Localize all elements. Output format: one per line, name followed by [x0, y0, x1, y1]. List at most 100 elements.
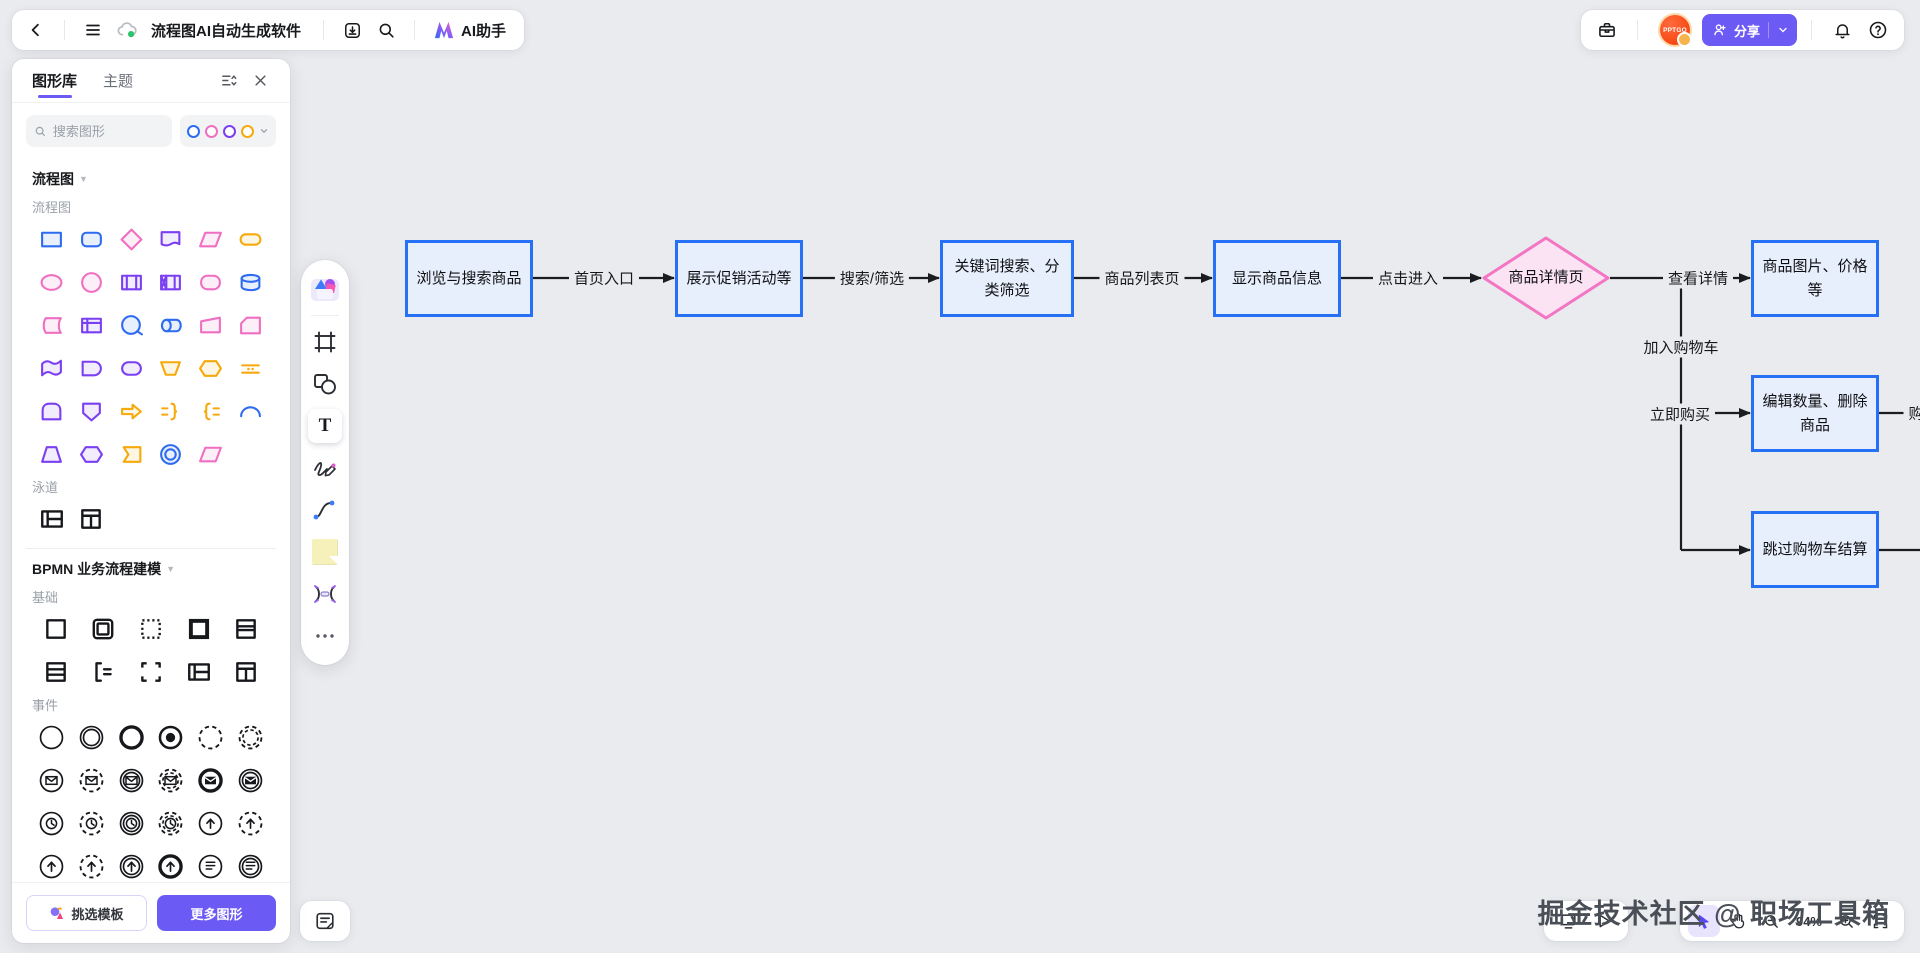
shape-shield[interactable]: [76, 396, 106, 426]
color-swatch-yellow[interactable]: [241, 124, 254, 138]
shape-predef[interactable]: [116, 267, 146, 297]
shape-stored[interactable]: [37, 310, 67, 340]
select-tool-button[interactable]: [1687, 905, 1720, 937]
menu-button[interactable]: [77, 14, 109, 46]
shape-delay[interactable]: [76, 353, 106, 383]
share-button[interactable]: 分享: [1701, 14, 1797, 46]
close-panel-button[interactable]: [244, 65, 276, 97]
notes-toggle-button[interactable]: [300, 901, 350, 941]
shape-trapr[interactable]: [195, 310, 225, 340]
flow-node-process[interactable]: 显示商品信息: [1213, 240, 1341, 317]
avatar[interactable]: PPTGO: [1659, 15, 1692, 47]
flow-node-process[interactable]: 浏览与搜索商品: [405, 240, 533, 317]
event-thin-none[interactable]: [37, 722, 67, 752]
back-button[interactable]: [20, 14, 52, 46]
event-double-arrow[interactable]: [116, 851, 146, 881]
edge-label[interactable]: 搜索/筛选: [834, 267, 910, 289]
event-double-env[interactable]: [116, 765, 146, 795]
tab-shape-library[interactable]: 图形库: [32, 59, 77, 103]
pen-tool-button[interactable]: [306, 449, 344, 487]
shape-para[interactable]: [195, 439, 225, 469]
edge-label[interactable]: 立即购买: [1644, 403, 1716, 425]
shape-sq-dotted[interactable]: [136, 614, 166, 644]
ai-assistant-button[interactable]: AI助手: [427, 14, 512, 46]
shape-pool-v[interactable]: [76, 504, 106, 534]
edge-label[interactable]: 商品列表页: [1099, 267, 1185, 289]
section-header[interactable]: 流程图▼: [32, 169, 270, 189]
shape-roct[interactable]: [195, 267, 225, 297]
event-thin-arrow[interactable]: [195, 808, 225, 838]
shape-cylinder[interactable]: [235, 267, 265, 297]
more-tools-button[interactable]: [306, 617, 344, 655]
event-double-envf[interactable]: [235, 765, 265, 795]
shape-search[interactable]: [26, 115, 172, 147]
shape-trapdown[interactable]: [156, 353, 186, 383]
event-dashed-arrow[interactable]: [235, 808, 265, 838]
shape-rounded[interactable]: [76, 224, 106, 254]
event-dot-none[interactable]: [156, 722, 186, 752]
zoom-level[interactable]: 94%: [1795, 913, 1822, 929]
shape-sq[interactable]: [41, 614, 71, 644]
shape-flagwave[interactable]: [37, 353, 67, 383]
assets-button[interactable]: [306, 270, 344, 308]
shape-internal[interactable]: [76, 310, 106, 340]
search-button[interactable]: [370, 14, 402, 46]
edge-label[interactable]: 加入购物车: [1638, 336, 1724, 358]
shape-circle[interactable]: [76, 267, 106, 297]
flow-node-process[interactable]: 商品图片、价格等: [1751, 240, 1879, 317]
edge-label[interactable]: 购: [1903, 402, 1920, 424]
shape-arc[interactable]: [235, 396, 265, 426]
shape-terminator[interactable]: [235, 224, 265, 254]
export-button[interactable]: [336, 14, 368, 46]
shape-diamond[interactable]: [116, 224, 146, 254]
frame-tool-button[interactable]: [306, 323, 344, 361]
shape-bracer[interactable]: [156, 396, 186, 426]
sticky-note-button[interactable]: [306, 533, 344, 571]
shape-stadium[interactable]: [116, 353, 146, 383]
event-dashed-double-env[interactable]: [156, 765, 186, 795]
zoom-in-button[interactable]: [1830, 905, 1862, 937]
event-dashed-arrow[interactable]: [76, 851, 106, 881]
color-filter-dropdown[interactable]: [180, 115, 276, 147]
flow-node-process[interactable]: 跳过购物车结算: [1751, 511, 1879, 588]
toolbox-button[interactable]: [1591, 14, 1623, 46]
flow-node-decision[interactable]: 商品详情页: [1482, 236, 1610, 320]
shape-hex[interactable]: [76, 439, 106, 469]
document-title[interactable]: 流程图AI自动生成软件: [151, 22, 302, 40]
shape-card[interactable]: [235, 310, 265, 340]
more-shapes-button[interactable]: 更多图形: [157, 895, 276, 931]
event-double-doc[interactable]: [235, 851, 265, 881]
text-tool-button[interactable]: T: [306, 407, 344, 445]
color-swatch-purple[interactable]: [223, 124, 236, 138]
pick-template-button[interactable]: 挑选模板: [26, 895, 147, 931]
edge-label[interactable]: 查看详情: [1662, 267, 1734, 289]
shape-hcyl[interactable]: [156, 310, 186, 340]
shape-dblcircle[interactable]: [156, 439, 186, 469]
shape-pool-h[interactable]: [184, 657, 214, 687]
shape-trapup[interactable]: [37, 439, 67, 469]
zoom-out-button[interactable]: [1756, 905, 1788, 937]
event-thin-clock[interactable]: [37, 808, 67, 838]
shape-bracel[interactable]: [195, 396, 225, 426]
shape-pool-h[interactable]: [37, 504, 67, 534]
shape-sq-dashcorner[interactable]: [136, 657, 166, 687]
event-thin-doc[interactable]: [195, 851, 225, 881]
shape-sq-bold[interactable]: [184, 614, 214, 644]
chevron-down-icon[interactable]: [1777, 24, 1789, 36]
search-input[interactable]: [52, 123, 164, 139]
fit-screen-button[interactable]: [1864, 905, 1896, 937]
shape-sq-rows2[interactable]: [231, 614, 261, 644]
event-dashed-env[interactable]: [76, 765, 106, 795]
edge-label[interactable]: 点击进入: [1372, 267, 1444, 289]
shape-loop[interactable]: [116, 310, 146, 340]
shape-roundtop[interactable]: [37, 396, 67, 426]
section-header[interactable]: BPMN 业务流程建模▼: [32, 559, 270, 579]
shape-pool-v[interactable]: [231, 657, 261, 687]
event-thick-arrow[interactable]: [156, 851, 186, 881]
shape-sq-rows3[interactable]: [41, 657, 71, 687]
event-thick-envf[interactable]: [195, 765, 225, 795]
event-thin-env[interactable]: [37, 765, 67, 795]
flow-node-process[interactable]: 关键词搜索、分类筛选: [940, 240, 1074, 317]
tab-theme[interactable]: 主题: [103, 73, 134, 90]
